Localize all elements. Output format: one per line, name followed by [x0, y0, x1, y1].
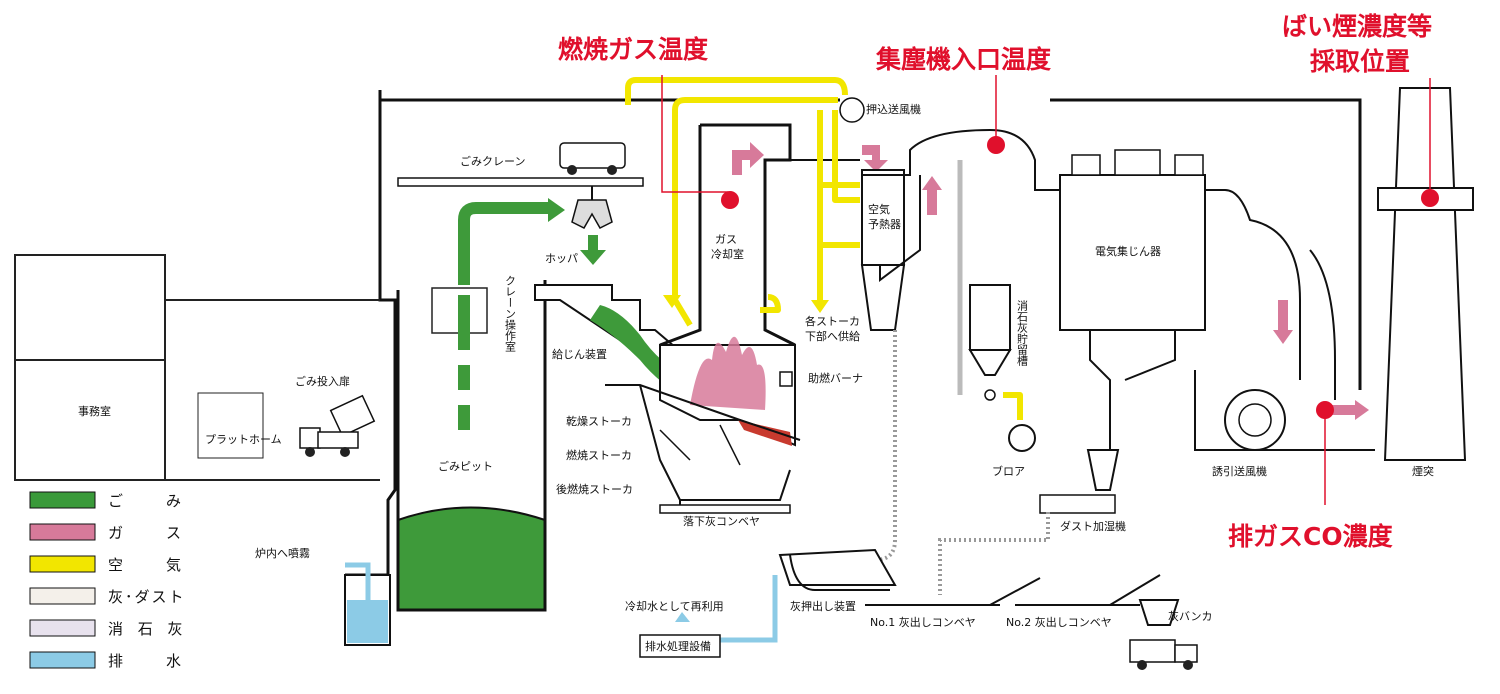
callout-combustion-gas-temp: 燃焼ガス温度	[558, 35, 708, 64]
label-crane: ごみクレーン	[460, 154, 525, 168]
induced-fan	[1194, 370, 1375, 451]
garbage-flow-4	[458, 405, 470, 430]
label-blower: ブロア	[992, 464, 1025, 478]
water-system	[344, 562, 778, 658]
label-furnace-spray: 炉内へ噴霧	[255, 546, 310, 560]
air-preheater	[860, 169, 906, 331]
garbage-flow-2	[458, 295, 470, 350]
ash-handling	[778, 548, 1198, 670]
legend-label-lime: 消 石 灰	[108, 620, 188, 638]
label-burn-stoker: 燃焼ストーカ	[566, 448, 632, 462]
garbage-crane	[397, 142, 644, 265]
chimney	[1377, 87, 1474, 461]
label-stoker-supply-1: 各ストーカ	[805, 314, 860, 328]
ash-truck-icon	[1129, 639, 1176, 663]
legend-swatch-ash-dust	[29, 587, 96, 605]
office-building	[14, 254, 380, 481]
label-dry-stoker: 乾燥ストーカ	[566, 415, 632, 428]
label-dust-humidifier: ダスト加湿機	[1060, 519, 1126, 533]
legend-label-air: 空 気	[108, 556, 195, 574]
ducts	[862, 128, 1336, 400]
legend: ご み ガ ス 空 気 灰･ダスト 消 石 灰 排 水	[29, 491, 195, 670]
label-stoker-supply-2: 下部へ供給	[805, 329, 860, 343]
callout-smoke-sampling-1: ばい煙濃度等	[1282, 12, 1432, 41]
label-post-stoker: 後燃焼ストーカ	[556, 482, 633, 496]
crane-grab-icon	[571, 199, 613, 229]
dust-line-2	[938, 512, 1050, 595]
marker-smoke-sampling	[1421, 189, 1439, 207]
label-air-preheater-1: 空気	[868, 202, 890, 216]
marker-exhaust-co	[1316, 401, 1334, 419]
marker-collector-inlet	[987, 136, 1005, 154]
ash-bunker-shape	[1138, 599, 1180, 626]
label-ash-discharger: 灰押出し装置	[790, 599, 856, 613]
legend-label-wastewater: 排 水	[108, 652, 195, 670]
callout-exhaust-co: 排ガスCO濃度	[1228, 522, 1393, 551]
legend-swatch-gas	[29, 523, 96, 541]
label-conveyor2: No.2 灰出しコンベヤ	[1006, 615, 1112, 629]
dust-line-1	[800, 330, 897, 562]
label-lime-silo: 消石灰貯留槽	[1016, 299, 1029, 367]
label-platform: プラットホーム	[205, 433, 282, 446]
label-hopper: ホッパ	[545, 252, 578, 265]
legend-label-gas: ガ ス	[108, 524, 195, 542]
marker-combustion-gas	[721, 191, 739, 209]
label-crane-room: クレーン操作室	[504, 275, 517, 352]
furnace	[534, 123, 860, 514]
legend-swatch-wastewater	[29, 651, 96, 669]
label-gas-cooling-1: ガス	[715, 233, 737, 246]
label-aux-burner: 助燃バーナ	[808, 371, 863, 385]
label-gas-cooling-2: 冷却室	[711, 247, 744, 261]
callout-collector-inlet-temp: 集塵機入口温度	[875, 45, 1051, 74]
flame	[690, 336, 766, 410]
legend-label-ash-dust: 灰･ダスト	[108, 588, 186, 606]
dust-humidifier-shape	[1039, 494, 1116, 514]
air-arrow-2	[811, 300, 829, 313]
forced-fan-icon	[839, 97, 865, 123]
lime-silo	[968, 284, 1036, 452]
label-office: 事務室	[78, 404, 111, 418]
label-esp: 電気集じん器	[1095, 244, 1161, 258]
label-ash-bunker: 灰バンカ	[1168, 609, 1213, 623]
legend-label-garbage: ご み	[108, 492, 195, 510]
label-induced-fan: 誘引送風機	[1212, 464, 1267, 478]
callout-smoke-sampling-2: 採取位置	[1310, 47, 1410, 76]
electrostatic-precipitator	[1039, 149, 1206, 514]
burner-icon	[779, 371, 793, 387]
legend-swatch-garbage	[29, 491, 96, 509]
label-pit: ごみピット	[438, 459, 493, 473]
air-pipes	[625, 77, 1023, 420]
label-forced-fan: 押込送風機	[866, 102, 921, 116]
legend-swatch-lime	[29, 619, 96, 637]
label-input-door: ごみ投入扉	[295, 374, 350, 388]
blower-icon	[1008, 424, 1036, 452]
label-air-preheater-2: 予熱器	[868, 218, 901, 231]
garbage-flow-3	[458, 365, 470, 390]
garbage-truck-icon	[197, 392, 376, 459]
air-arrow-1	[663, 295, 681, 308]
legend-swatch-air	[29, 555, 96, 573]
label-drop-ash-conveyor: 落下灰コンベヤ	[683, 514, 760, 528]
label-reuse-water: 冷却水として再利用	[625, 600, 724, 613]
label-feeder: 給じん装置	[552, 347, 607, 361]
drop-ash-conveyor-shape	[659, 504, 791, 514]
label-conveyor1: No.1 灰出しコンベヤ	[870, 615, 976, 629]
wastewater-box	[639, 634, 721, 658]
garbage-pit	[396, 198, 565, 612]
label-wastewater: 排水処理設備	[645, 639, 711, 653]
label-chimney: 煙突	[1412, 464, 1434, 478]
measurement-markers	[661, 75, 1439, 505]
